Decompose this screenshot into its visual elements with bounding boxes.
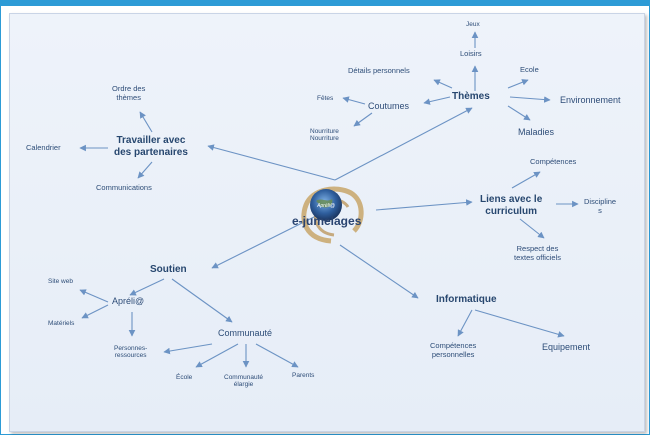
node-ecole-soutien[interactable]: École — [176, 374, 193, 381]
edge-coutumes-fetes — [342, 96, 366, 105]
edge-curriculum-competences — [511, 171, 541, 189]
node-competences[interactable]: Compétences — [530, 157, 577, 166]
node-communaute-elargie[interactable]: Communauté élargie — [224, 374, 264, 389]
node-environnement[interactable]: Environnement — [560, 95, 621, 105]
node-communications[interactable]: Communications — [96, 183, 152, 192]
edge-communaute-ecole — [195, 343, 239, 368]
edge-center-soutien — [211, 214, 319, 269]
node-competences-personnelles[interactable]: Compétences personnelles — [430, 341, 477, 359]
node-soutien[interactable]: Soutien — [150, 264, 187, 275]
edge-themes-coutumes — [423, 96, 451, 105]
edge-center-informatique — [339, 244, 419, 299]
edge-communaute-parents — [255, 343, 299, 368]
node-details-personnels[interactable]: Détails personnels — [348, 66, 410, 75]
node-maladies[interactable]: Maladies — [518, 127, 555, 137]
edge-coutumes-nourriture — [353, 112, 373, 127]
node-disciplines[interactable]: Discipline s — [584, 197, 617, 215]
edge-themes-environnement — [509, 96, 551, 103]
mindmap-canvas — [9, 13, 645, 432]
edge-partenaires-ordre — [139, 111, 153, 133]
node-calendrier[interactable]: Calendrier — [26, 143, 61, 152]
edge-communaute-personnes — [163, 343, 213, 355]
center-node[interactable]: e-jumelages — [292, 214, 362, 228]
aprelia-logo-icon: Apréli@ — [301, 186, 364, 244]
node-parents[interactable]: Parents — [292, 372, 315, 379]
edge-center-curriculum — [375, 199, 473, 211]
node-loisirs[interactable]: Loisirs — [460, 49, 482, 58]
node-materiels[interactable]: Matériels — [48, 320, 75, 327]
edge-partenaires-communications — [137, 161, 153, 179]
node-respect-textes[interactable]: Respect des textes officiels — [514, 244, 561, 262]
edge-soutien-apreli — [129, 278, 165, 296]
node-fetes[interactable]: Fêtes — [317, 95, 334, 102]
node-communaute[interactable]: Communauté — [218, 328, 273, 338]
node-nourriture[interactable]: Nourriture Nourriture — [310, 128, 339, 143]
edge-themes-maladies — [507, 105, 531, 121]
edge-apreli-materiels — [81, 304, 109, 319]
edge-center-themes — [334, 107, 473, 181]
edge-center-partenaires — [207, 144, 336, 181]
node-personnes-ressources[interactable]: Personnes- ressources — [114, 345, 148, 360]
edge-themes-details — [433, 79, 453, 89]
edge-themes-ecole — [507, 79, 529, 89]
node-apreli[interactable]: Apréli@ — [112, 296, 145, 306]
node-site-web[interactable]: Site web — [48, 278, 73, 285]
node-informatique[interactable]: Informatique — [436, 294, 497, 305]
logo-text: Apréli@ — [316, 203, 335, 209]
edge-soutien-communaute — [171, 278, 233, 323]
node-liens-curriculum[interactable]: Liens avec le curriculum — [480, 194, 543, 217]
node-themes[interactable]: Thèmes — [452, 91, 490, 102]
node-equipement[interactable]: Equipement — [542, 342, 591, 352]
edge-informatique-competences — [457, 309, 473, 337]
edge-apreli-siteweb — [79, 289, 109, 303]
node-ordre-themes[interactable]: Ordre des thèmes — [112, 84, 146, 102]
node-travailler-partenaires[interactable]: Travailler avec des partenaires — [114, 135, 188, 158]
node-coutumes[interactable]: Coutumes — [368, 101, 410, 111]
edge-curriculum-respect — [519, 218, 545, 239]
node-ecole[interactable]: Ecole — [520, 65, 539, 74]
node-jeux[interactable]: Jeux — [466, 21, 480, 28]
edge-informatique-equipement — [474, 309, 565, 338]
